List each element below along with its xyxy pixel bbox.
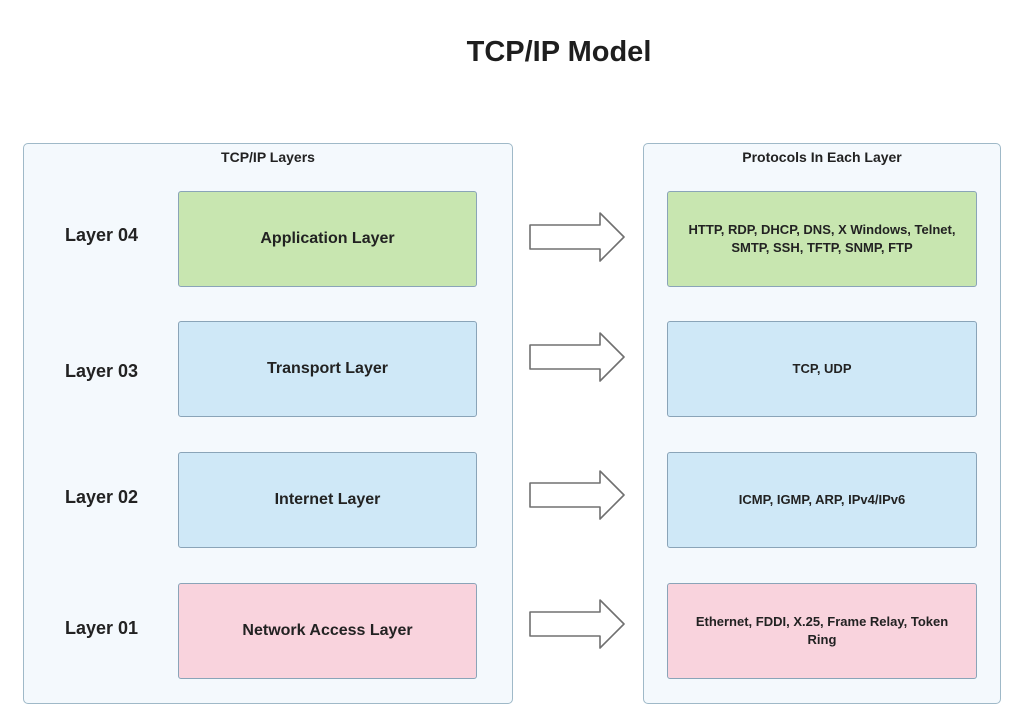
layers-panel-heading: TCP/IP Layers <box>221 149 315 165</box>
arrow-right-icon <box>529 599 625 649</box>
diagram-title: TCP/IP Model <box>466 36 652 68</box>
layer-03-label: Layer 03 <box>65 361 139 381</box>
layer-04-label: Layer 04 <box>65 225 139 245</box>
layer-01-label: Layer 01 <box>65 618 139 638</box>
application-layer-box: Application Layer <box>178 191 477 287</box>
transport-protocols-box: TCP, UDP <box>667 321 977 417</box>
network-access-layer-box: Network Access Layer <box>178 583 477 679</box>
internet-layer-box: Internet Layer <box>178 452 477 548</box>
arrow-right-icon <box>529 332 625 382</box>
arrow-right-icon <box>529 212 625 262</box>
application-protocols-box: HTTP, RDP, DHCP, DNS, X Windows, Telnet,… <box>667 191 977 287</box>
internet-protocols-box: ICMP, IGMP, ARP, IPv4/IPv6 <box>667 452 977 548</box>
arrow-right-icon <box>529 470 625 520</box>
protocols-panel-heading: Protocols In Each Layer <box>742 149 902 165</box>
network-access-protocols-box: Ethernet, FDDI, X.25, Frame Relay, Token… <box>667 583 977 679</box>
transport-layer-box: Transport Layer <box>178 321 477 417</box>
layer-02-label: Layer 02 <box>65 487 139 507</box>
